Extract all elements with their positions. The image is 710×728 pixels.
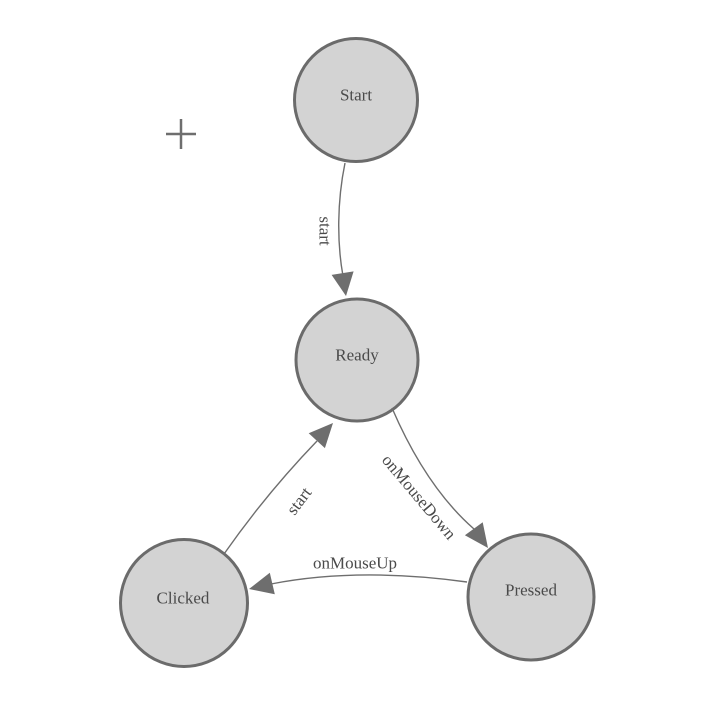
arrowhead-icon — [464, 522, 488, 548]
edge-line[interactable] — [270, 574, 468, 585]
state-label: Pressed — [505, 581, 557, 600]
edge-line[interactable] — [338, 162, 346, 277]
edge-ready-to-pressed[interactable]: onMouseDown — [378, 407, 488, 548]
state-node-pressed[interactable]: Pressed — [466, 532, 596, 662]
edge-label[interactable]: onMouseUp — [313, 554, 397, 573]
edge-label[interactable]: onMouseDown — [378, 451, 460, 544]
edge-label[interactable]: start — [316, 216, 335, 246]
state-node-clicked[interactable]: Clicked — [119, 538, 249, 668]
edge-line[interactable] — [391, 407, 475, 530]
edge-start-to-ready[interactable]: start — [316, 162, 354, 296]
state-label: Start — [340, 86, 372, 105]
state-circle[interactable] — [293, 37, 419, 163]
arrowhead-icon — [331, 271, 354, 296]
plus-crosshair-icon — [166, 119, 196, 149]
edge-clicked-to-ready[interactable]: start — [223, 423, 333, 555]
state-label: Ready — [335, 346, 379, 365]
state-circle[interactable] — [119, 538, 249, 668]
state-label: Clicked — [157, 589, 210, 608]
state-node-ready[interactable]: Ready — [294, 297, 420, 423]
edge-label[interactable]: start — [283, 483, 316, 518]
edge-line[interactable] — [223, 440, 318, 555]
edge-pressed-to-clicked[interactable]: onMouseUp — [249, 554, 468, 595]
arrowhead-icon — [308, 423, 333, 449]
state-circle[interactable] — [466, 532, 596, 662]
state-circle[interactable] — [294, 297, 420, 423]
state-node-start[interactable]: Start — [293, 37, 419, 163]
arrowhead-icon — [249, 572, 275, 595]
